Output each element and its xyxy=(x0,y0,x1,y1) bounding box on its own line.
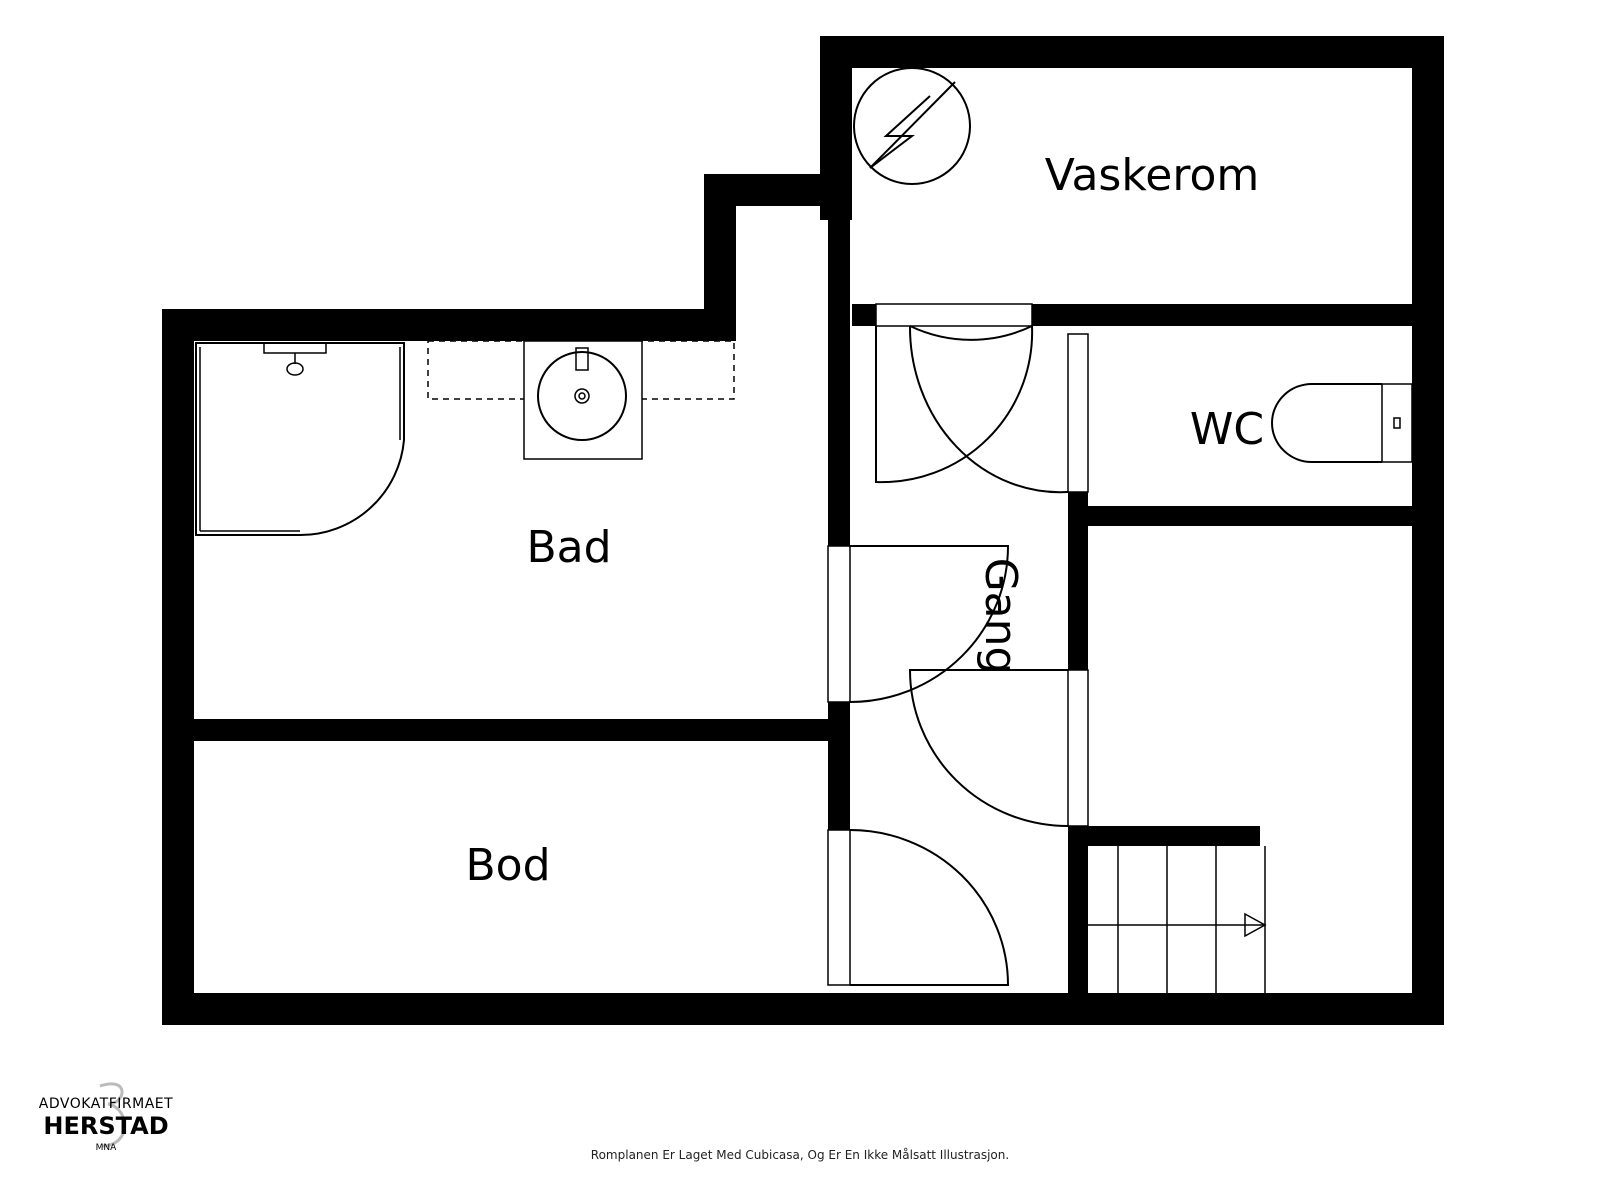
room-label-vaskerom: Vaskerom xyxy=(1045,150,1259,201)
staircase xyxy=(1068,846,1267,993)
sink-icon xyxy=(523,340,643,460)
logo-line-2: HERSTAD xyxy=(43,1112,168,1140)
logo-line-1: ADVOKATFIRMAET xyxy=(39,1096,173,1112)
fixtures xyxy=(195,67,1413,993)
walls xyxy=(162,36,1444,1025)
shower-icon xyxy=(195,342,405,537)
footer-note: Romplanen Er Laget Med Cubicasa, Og Er E… xyxy=(590,1148,1010,1162)
room-label-gang: Gang xyxy=(975,558,1026,675)
stair-arrow-icon xyxy=(1244,912,1267,938)
room-label-bad: Bad xyxy=(526,522,611,573)
electric-panel-icon xyxy=(853,67,971,185)
doors xyxy=(827,303,1089,986)
room-label-bod: Bod xyxy=(465,840,550,891)
logo-line-3: MNA xyxy=(96,1143,117,1153)
company-logo: ADVOKATFIRMAET HERSTAD MNA xyxy=(39,1082,173,1153)
room-label-wc: WC xyxy=(1190,404,1264,455)
toilet-icon xyxy=(1271,383,1413,463)
